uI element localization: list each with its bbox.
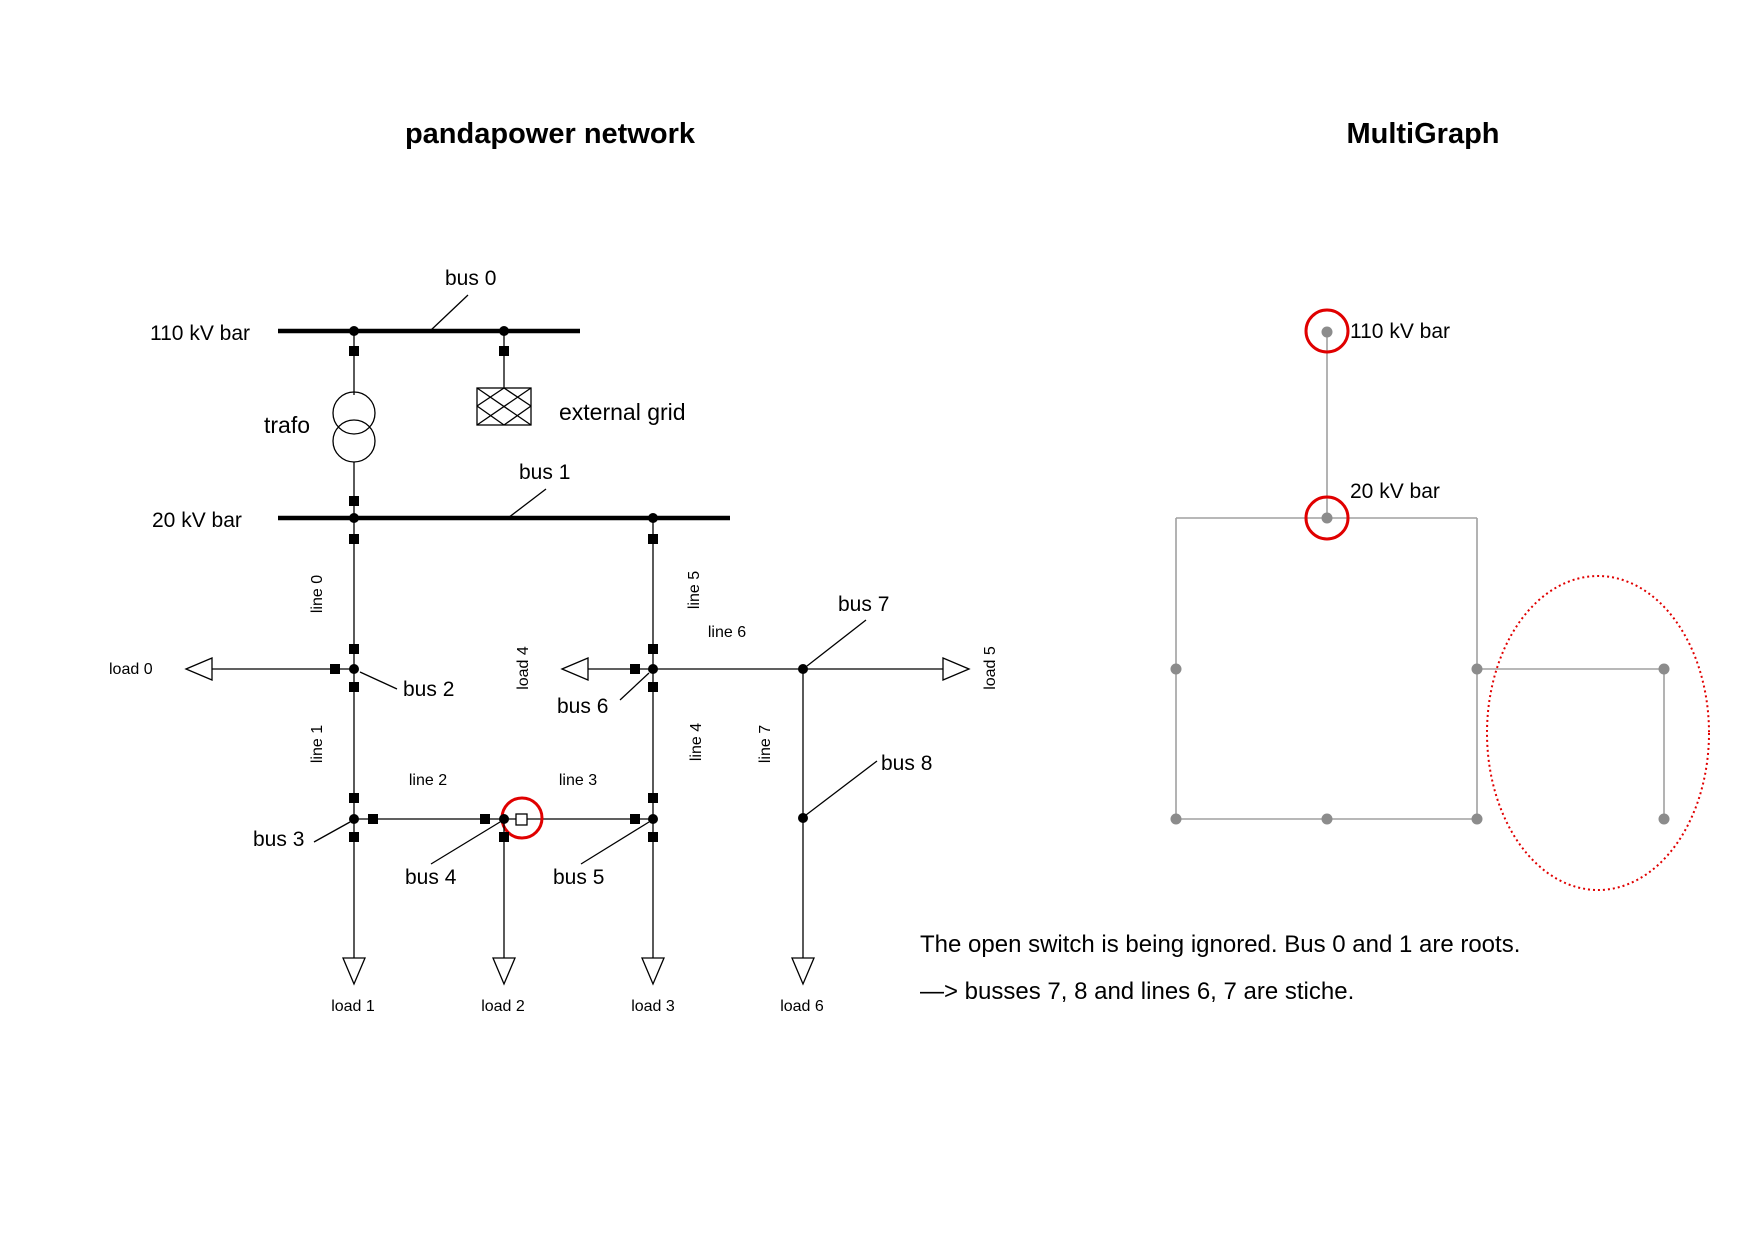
bus-8-node (798, 813, 808, 823)
right-title: MultiGraph (1346, 118, 1499, 150)
line-4-label: line 4 (688, 723, 705, 761)
trafo-switch-top (349, 346, 359, 356)
bus-7-leader (806, 619, 867, 667)
load-2-switch (499, 832, 509, 842)
load-3-switch (648, 832, 658, 842)
load-5-arrow-icon (942, 657, 971, 681)
load-0-arrow-icon (184, 657, 213, 681)
bus-1-label: bus 1 (519, 461, 570, 484)
load-4-arrow-icon (560, 657, 589, 681)
external-grid-label: external grid (559, 399, 686, 425)
bus-4-leader (430, 821, 501, 865)
line-1-switch-bottom (349, 793, 359, 803)
load-4-label: load 4 (515, 646, 532, 690)
stub-highlight-ellipse (1486, 575, 1710, 891)
bus-5-node (648, 814, 658, 824)
node-bus-8 (1658, 813, 1670, 825)
line-0-switch-bottom (349, 644, 359, 654)
note-line-1: The open switch is being ignored. Bus 0 … (920, 931, 1520, 958)
bar-110-label: 110 kV bar (150, 322, 250, 345)
open-switch-icon (515, 813, 528, 826)
root-highlight-bus-1 (1304, 495, 1350, 541)
bus-1-leader (507, 488, 547, 519)
node-bus-0 (1321, 326, 1333, 338)
node-bus-2 (1170, 663, 1182, 675)
bus-4-label: bus 4 (405, 866, 457, 889)
load-1-arrow-icon (342, 957, 366, 986)
node-20-label: 20 kV bar (1350, 480, 1440, 503)
line-5-label: line 5 (686, 571, 703, 609)
line-4-switch-top (648, 682, 658, 692)
bus-8-label: bus 8 (881, 752, 932, 775)
trafo-label: trafo (264, 412, 310, 438)
bus-3-label: bus 3 (253, 828, 304, 851)
load-2-label: load 2 (481, 998, 525, 1015)
bus-7-label: bus 7 (838, 593, 889, 616)
bus-3-leader (313, 821, 351, 843)
trafo-switch-bottom (349, 496, 359, 506)
node-bus-3 (1170, 813, 1182, 825)
bus-0-tap-grid (499, 326, 509, 336)
node-bus-6 (1471, 663, 1483, 675)
line-5-switch-bottom (648, 644, 658, 654)
line-1-switch-top (349, 682, 359, 692)
line-0-switch-top (349, 534, 359, 544)
pandapower-network: 110 kV bar 20 kV bar bus 0 bus 1 trafo e… (109, 267, 999, 1015)
external-grid-icon (476, 387, 532, 426)
line-1-label: line 1 (309, 725, 326, 763)
node-110-label: 110 kV bar (1350, 320, 1450, 343)
line-3-label: line 3 (559, 772, 597, 789)
bus-0-tap-trafo (349, 326, 359, 336)
line-7-label: line 7 (757, 725, 774, 763)
bus-8-leader (805, 760, 878, 816)
left-title: pandapower network (405, 118, 696, 150)
line-3-switch-right (630, 814, 640, 824)
bus-5-label: bus 5 (553, 866, 604, 889)
bus-2-label: bus 2 (403, 678, 454, 701)
line-5-switch-top (648, 534, 658, 544)
bar-20-label: 20 kV bar (152, 509, 242, 532)
line-2-switch-right (480, 814, 490, 824)
bus-5-leader (580, 821, 650, 865)
note-line-2: —> busses 7, 8 and lines 6, 7 are stiche… (920, 978, 1354, 1005)
line-2-label: line 2 (409, 772, 447, 789)
load-1-switch (349, 832, 359, 842)
bus-2-leader (359, 671, 398, 690)
bus-6-label: bus 6 (557, 695, 608, 718)
root-highlight-bus-0 (1304, 308, 1350, 354)
bus-0-label: bus 0 (445, 267, 496, 290)
load-1-label: load 1 (331, 998, 375, 1015)
multigraph: 110 kV bar 20 kV bar (1170, 308, 1710, 891)
trafo-winding-hv-icon (332, 391, 376, 435)
load-3-label: load 3 (631, 998, 675, 1015)
line-6-label: line 6 (708, 624, 746, 641)
line-0-label: line 0 (309, 575, 326, 613)
load-3-arrow-icon (641, 957, 665, 986)
load-0-switch (330, 664, 340, 674)
line-4-switch-bottom (648, 793, 658, 803)
load-6-arrow-icon (791, 957, 815, 986)
bus-6-leader (619, 672, 650, 701)
node-bus-4 (1321, 813, 1333, 825)
trafo-winding-lv-icon (332, 419, 376, 463)
line-2-switch-left (368, 814, 378, 824)
bus-0-leader (429, 294, 469, 332)
node-bus-5 (1471, 813, 1483, 825)
node-bus-1 (1321, 512, 1333, 524)
node-bus-7 (1658, 663, 1670, 675)
load-4-switch (630, 664, 640, 674)
load-6-label: load 6 (780, 998, 824, 1015)
load-2-arrow-icon (492, 957, 516, 986)
ext-grid-switch (499, 346, 509, 356)
load-0-label: load 0 (109, 661, 153, 678)
load-5-label: load 5 (982, 646, 999, 690)
